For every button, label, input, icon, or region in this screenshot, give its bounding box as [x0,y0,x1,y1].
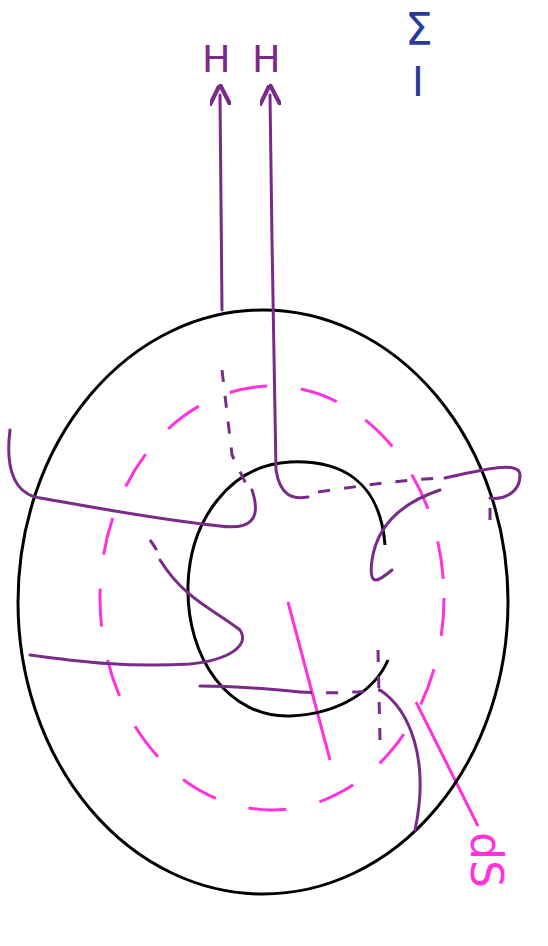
tangent-line [288,602,330,760]
symbol-label: H [202,40,231,78]
symbol-label: H [252,40,281,78]
dashed-circle [100,386,444,810]
symbol-label: Σ [405,8,433,52]
curve-hidden [150,370,490,740]
torus-outer [18,310,508,894]
curve [9,95,520,830]
symbol-label: I [412,62,424,102]
leader-line [416,702,478,826]
torus-hole [188,462,388,716]
symbol-label: dS [464,832,508,888]
